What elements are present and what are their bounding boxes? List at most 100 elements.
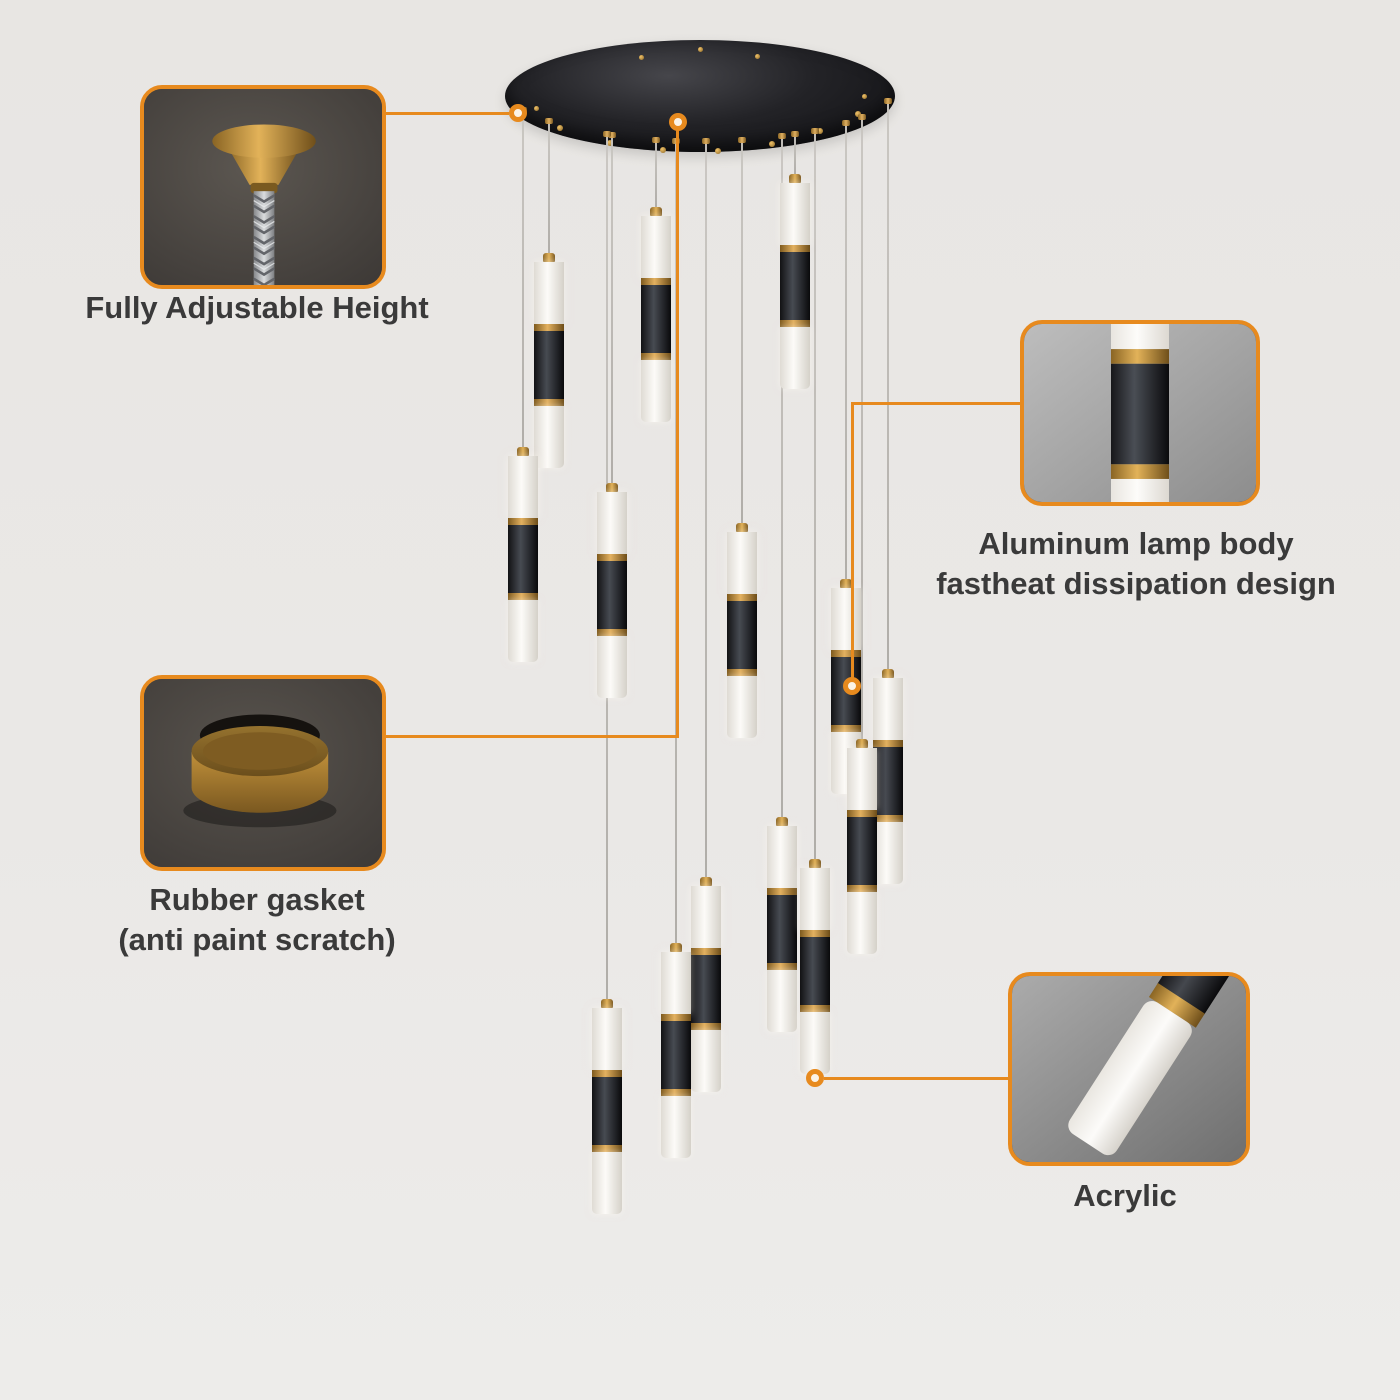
pendant-light <box>508 447 538 662</box>
canopy-screw <box>817 128 823 134</box>
callout-connector-line <box>378 735 679 738</box>
pendant-light <box>800 859 830 1074</box>
pendant-light <box>831 579 861 794</box>
rubber-gasket-closeup-image <box>144 679 382 867</box>
hanging-wire <box>861 116 863 739</box>
gold-ring <box>597 554 627 561</box>
callout-acrylic-photo <box>1008 972 1250 1166</box>
pendant-cap <box>543 253 555 262</box>
callout-connector-line <box>854 402 1022 405</box>
canopy-screw <box>557 125 563 131</box>
gold-ring <box>873 740 903 747</box>
gold-ring <box>508 593 538 600</box>
aluminum-body-segment <box>727 601 757 669</box>
hanging-wire <box>781 134 783 817</box>
wire-grommet <box>545 118 553 125</box>
aluminum-body-segment <box>847 817 877 885</box>
aluminum-body-segment <box>508 525 538 593</box>
acrylic-diffuser-segment <box>508 456 538 518</box>
acrylic-diffuser-segment <box>691 886 721 948</box>
aluminum-label-line2: fastheat dissipation design <box>936 566 1336 601</box>
gold-ring <box>592 1145 622 1152</box>
acrylic-diffuser-segment <box>691 1030 721 1092</box>
acrylic-diffuser-segment <box>780 327 810 389</box>
pendant-light <box>597 483 627 698</box>
wire-grommet <box>791 131 799 138</box>
acrylic-diffuser-segment <box>661 952 691 1014</box>
gold-ring <box>727 594 757 601</box>
pendant-light <box>592 999 622 1214</box>
gold-ring <box>831 650 861 657</box>
pendant-cap <box>809 859 821 868</box>
callout-adjustable-height-photo <box>140 85 386 289</box>
pendant-light <box>847 739 877 954</box>
canopy-screw <box>638 54 644 60</box>
canopy-screw <box>861 93 867 99</box>
callout-connector-line <box>676 128 679 738</box>
acrylic-diffuser-segment <box>873 822 903 884</box>
canopy-screw <box>715 148 721 154</box>
acrylic-diffuser-segment <box>534 262 564 324</box>
acrylic-diffuser-segment <box>873 678 903 740</box>
pendant-cap <box>700 877 712 886</box>
acrylic-diffuser-segment <box>597 636 627 698</box>
acrylic-diffuser-segment <box>641 216 671 278</box>
callout-aluminum-body-label: Aluminum lamp body fastheat dissipation … <box>910 524 1362 604</box>
callout-rubber-gasket-label: Rubber gasket (anti paint scratch) <box>57 880 457 960</box>
acrylic-diffuser-segment <box>800 868 830 930</box>
gasket-label-line1: Rubber gasket <box>149 882 365 917</box>
pendant-cap <box>882 669 894 678</box>
gold-ring <box>767 888 797 895</box>
pendant-cap <box>736 523 748 532</box>
hanging-wire <box>794 133 796 174</box>
acrylic-diffuser-segment <box>641 360 671 422</box>
aluminum-body-segment <box>641 285 671 353</box>
aluminum-body-segment <box>691 955 721 1023</box>
gold-ring <box>592 1070 622 1077</box>
wire-grommet <box>738 136 746 143</box>
hanging-wire <box>705 139 707 877</box>
callout-anchor-marker <box>843 677 861 695</box>
acrylic-closeup-image <box>1012 976 1246 1162</box>
aluminum-body-segment <box>767 895 797 963</box>
pendant-cap <box>840 579 852 588</box>
acrylic-diffuser-segment <box>534 406 564 468</box>
ceiling-canopy <box>505 40 895 152</box>
gold-ring <box>641 353 671 360</box>
gold-ring <box>691 1023 721 1030</box>
wire-grommet <box>603 131 611 138</box>
gold-ring <box>873 815 903 822</box>
canopy-screw <box>754 53 760 59</box>
gold-ring <box>661 1089 691 1096</box>
acrylic-diffuser-segment <box>508 600 538 662</box>
wire-grommet <box>652 136 660 143</box>
hanging-wire <box>655 138 657 207</box>
pendant-cap <box>601 999 613 1008</box>
gold-ring <box>780 320 810 327</box>
pendant-light <box>780 174 810 389</box>
aluminum-label-line1: Aluminum lamp body <box>978 526 1294 561</box>
acrylic-diffuser-segment <box>597 492 627 554</box>
gold-ring <box>534 399 564 406</box>
pendant-light <box>641 207 671 422</box>
callout-adjustable-height-label: Fully Adjustable Height <box>85 290 429 325</box>
canopy-screw <box>855 111 861 117</box>
canopy-screw <box>769 141 775 147</box>
pendant-cap <box>650 207 662 216</box>
acrylic-diffuser-segment <box>727 532 757 594</box>
wire-grommet <box>608 132 616 139</box>
hanging-wire <box>887 100 889 669</box>
acrylic-diffuser-segment <box>767 970 797 1032</box>
gold-ring <box>800 1005 830 1012</box>
gold-ring <box>847 810 877 817</box>
acrylic-diffuser-segment <box>800 1012 830 1074</box>
wire-grommet <box>811 127 819 134</box>
gold-ring <box>641 278 671 285</box>
callout-anchor-marker <box>669 113 687 131</box>
acrylic-diffuser-segment <box>592 1008 622 1070</box>
hanging-wire <box>741 138 743 523</box>
hanging-wire <box>522 108 524 447</box>
wire-grommet <box>702 137 710 144</box>
acrylic-diffuser-segment <box>661 1096 691 1158</box>
